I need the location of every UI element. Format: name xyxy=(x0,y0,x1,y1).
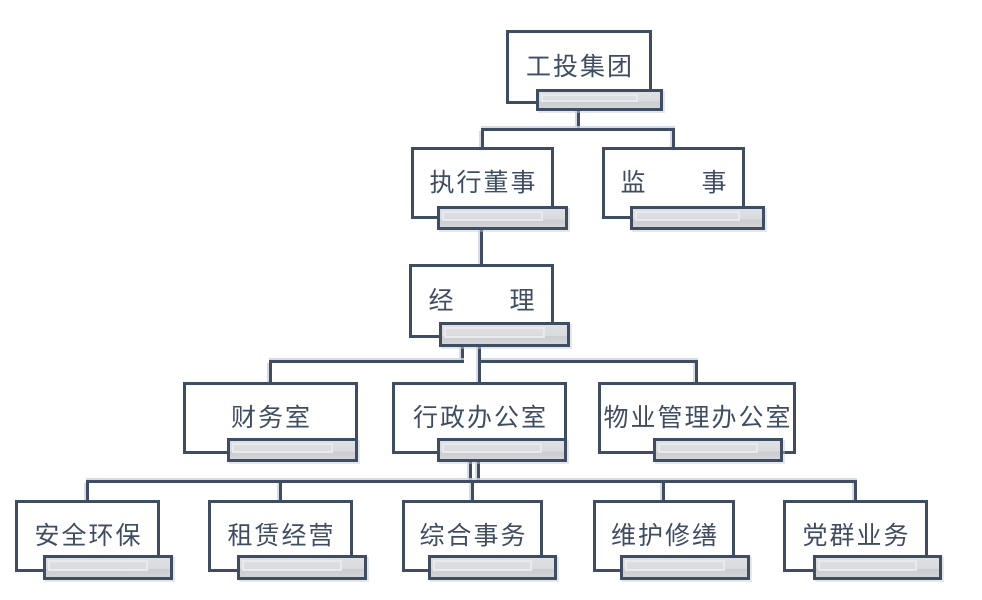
connector-line xyxy=(854,483,857,500)
connector-line xyxy=(269,360,464,363)
connector-line xyxy=(269,363,272,382)
node-label: 租赁经营 xyxy=(227,521,336,550)
connector-line xyxy=(279,483,282,500)
name-bar xyxy=(237,555,367,580)
connector-line xyxy=(461,347,464,363)
node-label: 工投集团 xyxy=(525,52,634,81)
connector-line xyxy=(662,483,665,500)
org-node-maintenance: 维护修缮 xyxy=(593,500,750,580)
org-node-group: 工投集团 xyxy=(506,30,663,111)
node-label: 安全环保 xyxy=(34,521,143,550)
org-node-executive-director: 执行董事 xyxy=(411,147,568,230)
name-bar xyxy=(536,89,663,111)
org-node-admin-office: 行政办公室 xyxy=(392,382,567,462)
org-node-property-office: 物业管理办公室 xyxy=(598,382,796,462)
connector-line xyxy=(477,462,480,480)
org-node-leasing: 租赁经营 xyxy=(208,500,367,580)
name-bar xyxy=(227,438,358,462)
org-node-finance-office: 财务室 xyxy=(183,382,358,462)
name-bar xyxy=(620,555,750,580)
org-node-supervisor: 监 事 xyxy=(602,147,765,230)
name-bar xyxy=(428,555,557,580)
node-label: 监 事 xyxy=(620,168,729,197)
org-node-manager: 经 理 xyxy=(409,264,570,347)
name-bar xyxy=(439,322,570,347)
connector-line xyxy=(480,230,483,264)
connector-line xyxy=(481,360,698,363)
connector-line xyxy=(469,462,472,480)
name-bar xyxy=(437,438,567,462)
name-bar xyxy=(630,206,765,230)
connector-line xyxy=(471,483,474,500)
node-label: 行政办公室 xyxy=(412,403,548,432)
org-node-general-affairs: 综合事务 xyxy=(402,500,557,580)
node-label: 执行董事 xyxy=(429,168,538,197)
connector-line xyxy=(695,363,698,382)
node-label: 财务室 xyxy=(230,403,312,432)
connector-line xyxy=(577,111,580,128)
node-label: 物业管理办公室 xyxy=(603,403,793,432)
connector-line xyxy=(86,480,857,483)
name-bar xyxy=(813,555,942,580)
org-node-party-mass: 党群业务 xyxy=(783,500,942,580)
org-node-safety-env: 安全环保 xyxy=(15,500,173,580)
node-label: 综合事务 xyxy=(419,521,528,550)
name-bar xyxy=(437,206,568,230)
name-bar xyxy=(43,555,173,580)
connector-line xyxy=(672,131,675,147)
node-label: 经 理 xyxy=(428,286,537,315)
connector-line xyxy=(481,128,675,131)
connector-line xyxy=(86,483,89,500)
node-label: 党群业务 xyxy=(802,521,911,550)
node-label: 维护修缮 xyxy=(610,521,719,550)
connector-line xyxy=(478,347,481,382)
connector-line xyxy=(481,131,484,147)
name-bar xyxy=(653,438,783,462)
